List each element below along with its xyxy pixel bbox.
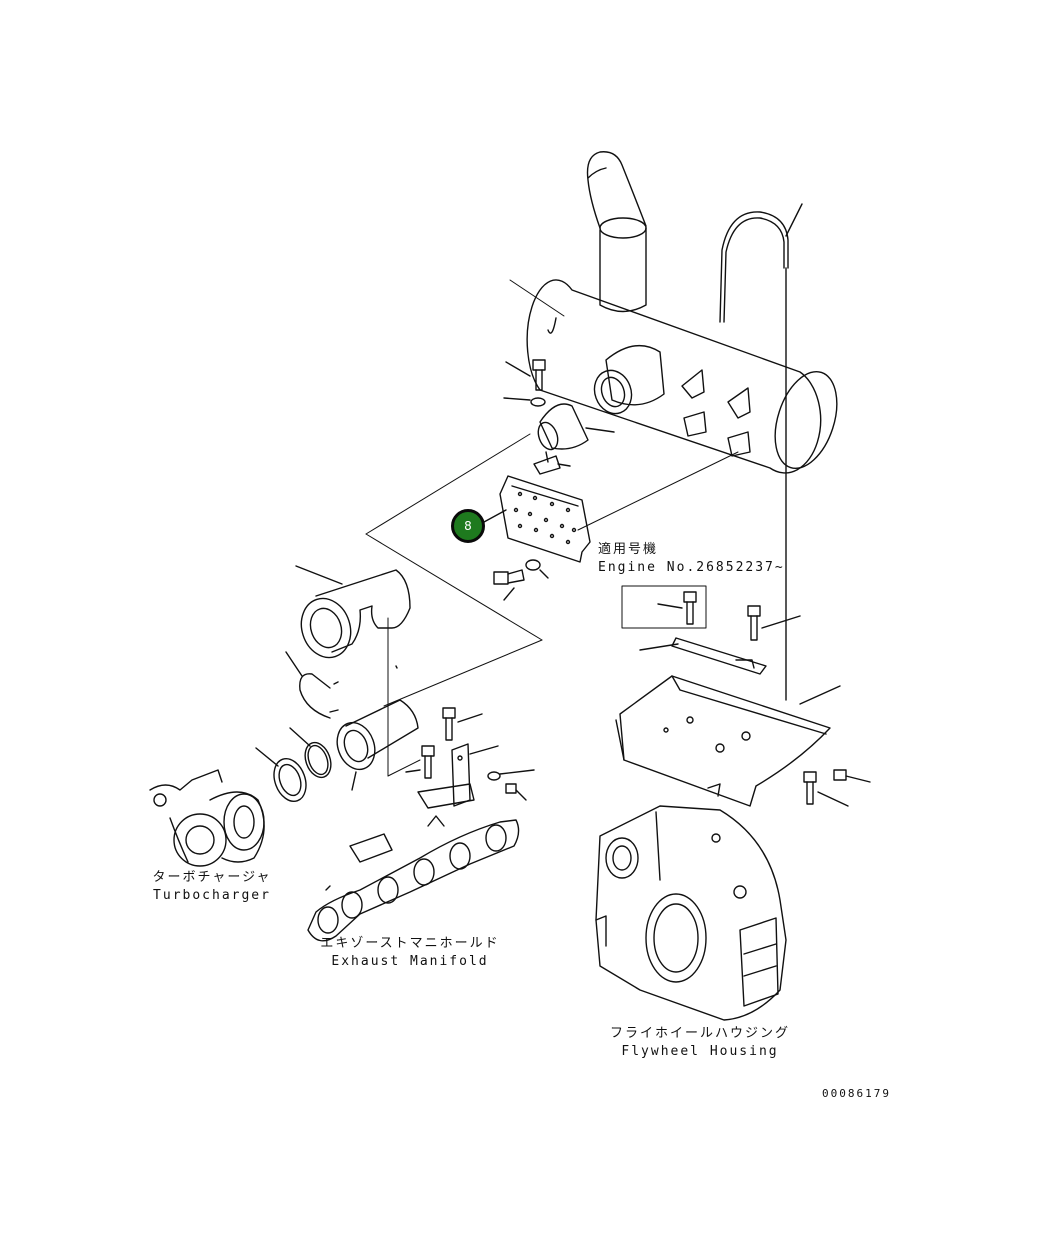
washer-top <box>503 397 546 407</box>
u-bolt <box>285 651 339 719</box>
flywheel-housing-label-jp: フライホイールハウジング <box>609 1026 791 1041</box>
callout-8[interactable]: 8 <box>451 509 485 543</box>
bolt-top <box>505 359 546 391</box>
bracket-bolts <box>405 707 483 779</box>
callout-8-leader <box>483 509 507 523</box>
plate-washer <box>525 559 549 579</box>
v-band-clamp <box>255 747 307 803</box>
tail-pipe <box>586 151 647 313</box>
support-bolts <box>657 591 801 641</box>
support-bracket <box>417 743 499 809</box>
muffler-inlet-flange <box>593 344 665 415</box>
muffler-brackets <box>681 369 751 457</box>
plate-bolt <box>493 569 525 601</box>
clamp-bracket <box>533 451 571 475</box>
assembly-lines <box>365 279 739 777</box>
heat-shield-plate <box>499 475 591 563</box>
applicable-label-jp: 適用号機 <box>598 542 659 557</box>
hanger-wire <box>719 203 803 701</box>
applicable-label-en: Engine No.26852237~ <box>598 560 785 575</box>
pipe-clamp <box>537 403 615 451</box>
exhaust-manifold <box>307 815 520 942</box>
flywheel-housing-label-en: Flywheel Housing <box>621 1044 779 1059</box>
exhaust-manifold-label-jp: エキゾーストマニホールド <box>320 936 500 951</box>
heat-protector <box>615 675 841 807</box>
leader-tube <box>395 665 398 669</box>
flywheel-housing <box>595 805 787 1021</box>
cover-bolt-nut <box>803 769 871 807</box>
bracket-washer-nut <box>487 769 535 801</box>
seal-ring <box>289 727 332 779</box>
engine-no-frame <box>621 585 707 629</box>
turbocharger-label-en: Turbocharger <box>153 888 271 903</box>
turbocharger-label-jp: ターボチャージャ <box>152 870 272 885</box>
exhaust-tube-lower <box>336 699 419 791</box>
exhaust-manifold-label-en: Exhaust Manifold <box>331 954 489 969</box>
turbocharger <box>149 769 265 867</box>
exhaust-tube-upper <box>295 565 411 659</box>
support-plate <box>639 637 767 675</box>
drawing-number: 00086179 <box>822 1087 891 1100</box>
